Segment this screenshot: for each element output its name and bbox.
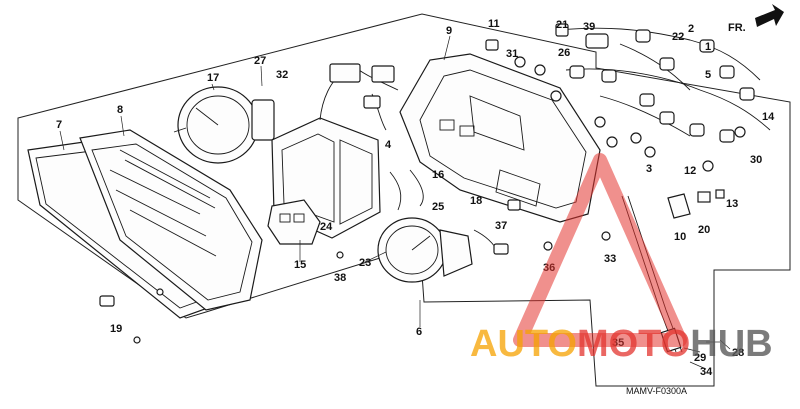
watermark-triangle-icon xyxy=(513,153,687,347)
callout-29: 29 xyxy=(694,352,706,364)
callout-30: 30 xyxy=(750,154,762,166)
callout-18: 18 xyxy=(470,195,482,207)
callout-12: 12 xyxy=(684,165,696,177)
callout-5: 5 xyxy=(705,69,711,81)
callout-labels: 7 8 17 27 32 9 11 31 21 39 26 22 2 1 5 4… xyxy=(56,18,775,378)
callout-6: 6 xyxy=(416,326,422,338)
callout-33: 33 xyxy=(604,253,616,265)
callout-32: 32 xyxy=(276,69,288,81)
callout-14: 14 xyxy=(762,111,775,123)
leader-lines xyxy=(59,35,731,370)
bulb-sockets xyxy=(514,56,746,172)
callout-31: 31 xyxy=(506,48,518,60)
watermark-text: AUTOMOTOHUB xyxy=(470,323,773,365)
part-8-meter-case xyxy=(79,129,263,311)
callout-4: 4 xyxy=(385,139,392,151)
watermark-word-moto: MOTO xyxy=(577,323,690,365)
callout-38: 38 xyxy=(334,272,346,284)
callout-19: 19 xyxy=(110,323,122,335)
part-9-rear-housing xyxy=(399,53,601,223)
callout-7: 7 xyxy=(56,119,62,131)
part-23-speedometer xyxy=(377,217,473,283)
small-parts-right xyxy=(667,189,725,219)
part-17-tachometer xyxy=(173,86,275,164)
callout-1: 1 xyxy=(705,41,711,53)
callout-2: 2 xyxy=(688,23,694,35)
watermark-word-hub: HUB xyxy=(690,323,772,365)
callout-17: 17 xyxy=(207,72,219,84)
callout-39: 39 xyxy=(583,21,595,33)
callout-15: 15 xyxy=(294,259,306,271)
part-24-switch-panel xyxy=(267,199,321,245)
callout-25: 25 xyxy=(432,201,444,213)
callout-9: 9 xyxy=(446,25,452,37)
callout-28: 28 xyxy=(732,347,744,359)
main-harness xyxy=(559,27,771,143)
callout-21: 21 xyxy=(556,19,568,31)
callout-27: 27 xyxy=(254,55,266,67)
callout-34: 34 xyxy=(700,366,713,378)
watermark-word-auto: AUTO xyxy=(470,323,577,365)
upper-harness xyxy=(319,63,399,131)
diagram-code: MAMV-F0300A xyxy=(626,386,687,396)
diagram-frame xyxy=(17,13,791,387)
callout-37: 37 xyxy=(495,220,507,232)
callout-13: 13 xyxy=(726,198,738,210)
callout-10: 10 xyxy=(674,231,686,243)
callout-26: 26 xyxy=(558,47,570,59)
front-arrow-icon xyxy=(755,4,784,27)
callout-11: 11 xyxy=(488,18,500,30)
direction-label: FR. xyxy=(728,22,746,34)
callout-8: 8 xyxy=(117,104,123,116)
callout-22: 22 xyxy=(672,31,684,43)
callout-20: 20 xyxy=(698,224,710,236)
callout-24: 24 xyxy=(320,221,333,233)
callout-23: 23 xyxy=(359,257,371,269)
callout-3: 3 xyxy=(646,163,652,175)
misc-connectors xyxy=(99,23,611,344)
callout-16: 16 xyxy=(432,169,444,181)
